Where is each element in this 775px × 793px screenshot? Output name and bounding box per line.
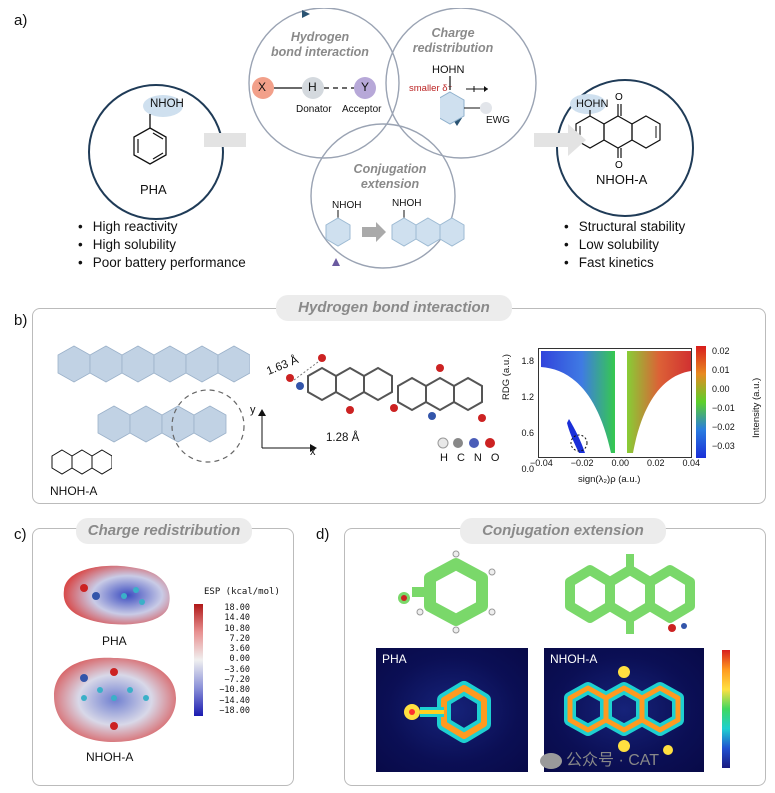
- hbond-chain-model: [286, 354, 486, 422]
- atom-y: Y: [361, 80, 370, 94]
- nhoh-a-group-label: HOHN: [576, 98, 609, 110]
- panel-b-label: b): [14, 312, 28, 329]
- pha-label: PHA: [140, 182, 167, 197]
- panel-d-label: d): [316, 526, 330, 543]
- pha-group-label: NHOH: [150, 98, 184, 110]
- atom-legend-labels: HCNO: [440, 452, 509, 464]
- conj-title: Conjugation extension: [353, 162, 427, 191]
- pha-esp-surface: [63, 565, 170, 625]
- rdg-xlabel: sign(λ₂)ρ (a.u.): [578, 474, 641, 485]
- svg-text:O: O: [615, 92, 623, 103]
- pha-map-label: PHA: [382, 652, 407, 666]
- wechat-icon: [540, 752, 562, 769]
- left-arrow: [204, 133, 246, 147]
- hbond-scheme: [252, 77, 376, 99]
- mechanism-circles: [248, 8, 537, 269]
- nhoh-a-map-label: NHOH-A: [550, 652, 598, 666]
- elf-colorbar: [722, 650, 730, 768]
- pha-bullets: High reactivity High solubility Poor bat…: [78, 218, 246, 272]
- panel-b-mol-label: NHOH-A: [50, 484, 98, 498]
- nhoh-a-isosurface: [565, 554, 695, 634]
- donator-label: Donator: [296, 104, 332, 115]
- esp-colorbar: [194, 604, 203, 716]
- ewg-label: EWG: [486, 115, 510, 126]
- charge-group-label: HOHN: [432, 64, 465, 76]
- hbond-packing: [57, 345, 250, 463]
- pha-structure: [133, 95, 183, 165]
- nhoh-a-small-structure: [42, 444, 113, 486]
- delta-label: smaller δ⁺: [409, 83, 453, 94]
- esp-title: ESP (kcal/mol): [204, 587, 280, 597]
- watermark: 公众号 · CAT: [540, 746, 659, 770]
- axis-y-label: y: [250, 404, 256, 416]
- panel-d-title: Conjugation extension: [460, 518, 666, 544]
- atom-x: X: [258, 80, 267, 94]
- svg-text:O: O: [615, 160, 623, 168]
- nhoh-a-esp-surface: [54, 657, 176, 742]
- acceptor-label: Acceptor: [342, 104, 382, 115]
- conj-group-2: NHOH: [392, 198, 422, 209]
- charge-title: Charge redistribution: [412, 26, 494, 55]
- esp-mol2-label: NHOH-A: [86, 750, 134, 764]
- rdg-colorbar-label: Intensity (a.u.): [751, 377, 762, 438]
- nhoh-a-structure: O O: [570, 92, 661, 168]
- panel-c-label: c): [14, 526, 27, 543]
- conj-scheme: [325, 210, 465, 247]
- nhoh-a-label: NHOH-A: [596, 172, 648, 187]
- charge-scheme: [440, 76, 492, 125]
- distance-2: 1.28 Å: [326, 432, 360, 444]
- nhoh-a-elf-map: [544, 648, 704, 772]
- panel-c-title: Charge redistribution: [76, 518, 252, 544]
- rdg-colorbar: [696, 346, 706, 458]
- nhoh-a-circle: [556, 79, 694, 217]
- panel-b-title: Hydrogen bond interaction: [276, 295, 512, 321]
- rdg-plot-area: [538, 348, 692, 458]
- axis-x-label: x: [310, 446, 316, 458]
- axis-arrows: [258, 409, 317, 452]
- right-arrow: [534, 124, 586, 156]
- hbond-title: Hydrogen bond interaction: [271, 30, 369, 59]
- pha-elf-map: [376, 648, 528, 772]
- conj-group-1: NHOH: [332, 200, 362, 211]
- nhoh-a-bullets: Structural stability Low solubility Fast…: [564, 218, 686, 272]
- atom-legend: [437, 437, 495, 449]
- atom-h: H: [308, 80, 317, 94]
- pha-isosurface: [398, 550, 496, 634]
- esp-mol1-label: PHA: [102, 634, 127, 648]
- rdg-ylabel: RDG (a.u.): [501, 354, 512, 400]
- panel-a-label: a): [14, 12, 28, 29]
